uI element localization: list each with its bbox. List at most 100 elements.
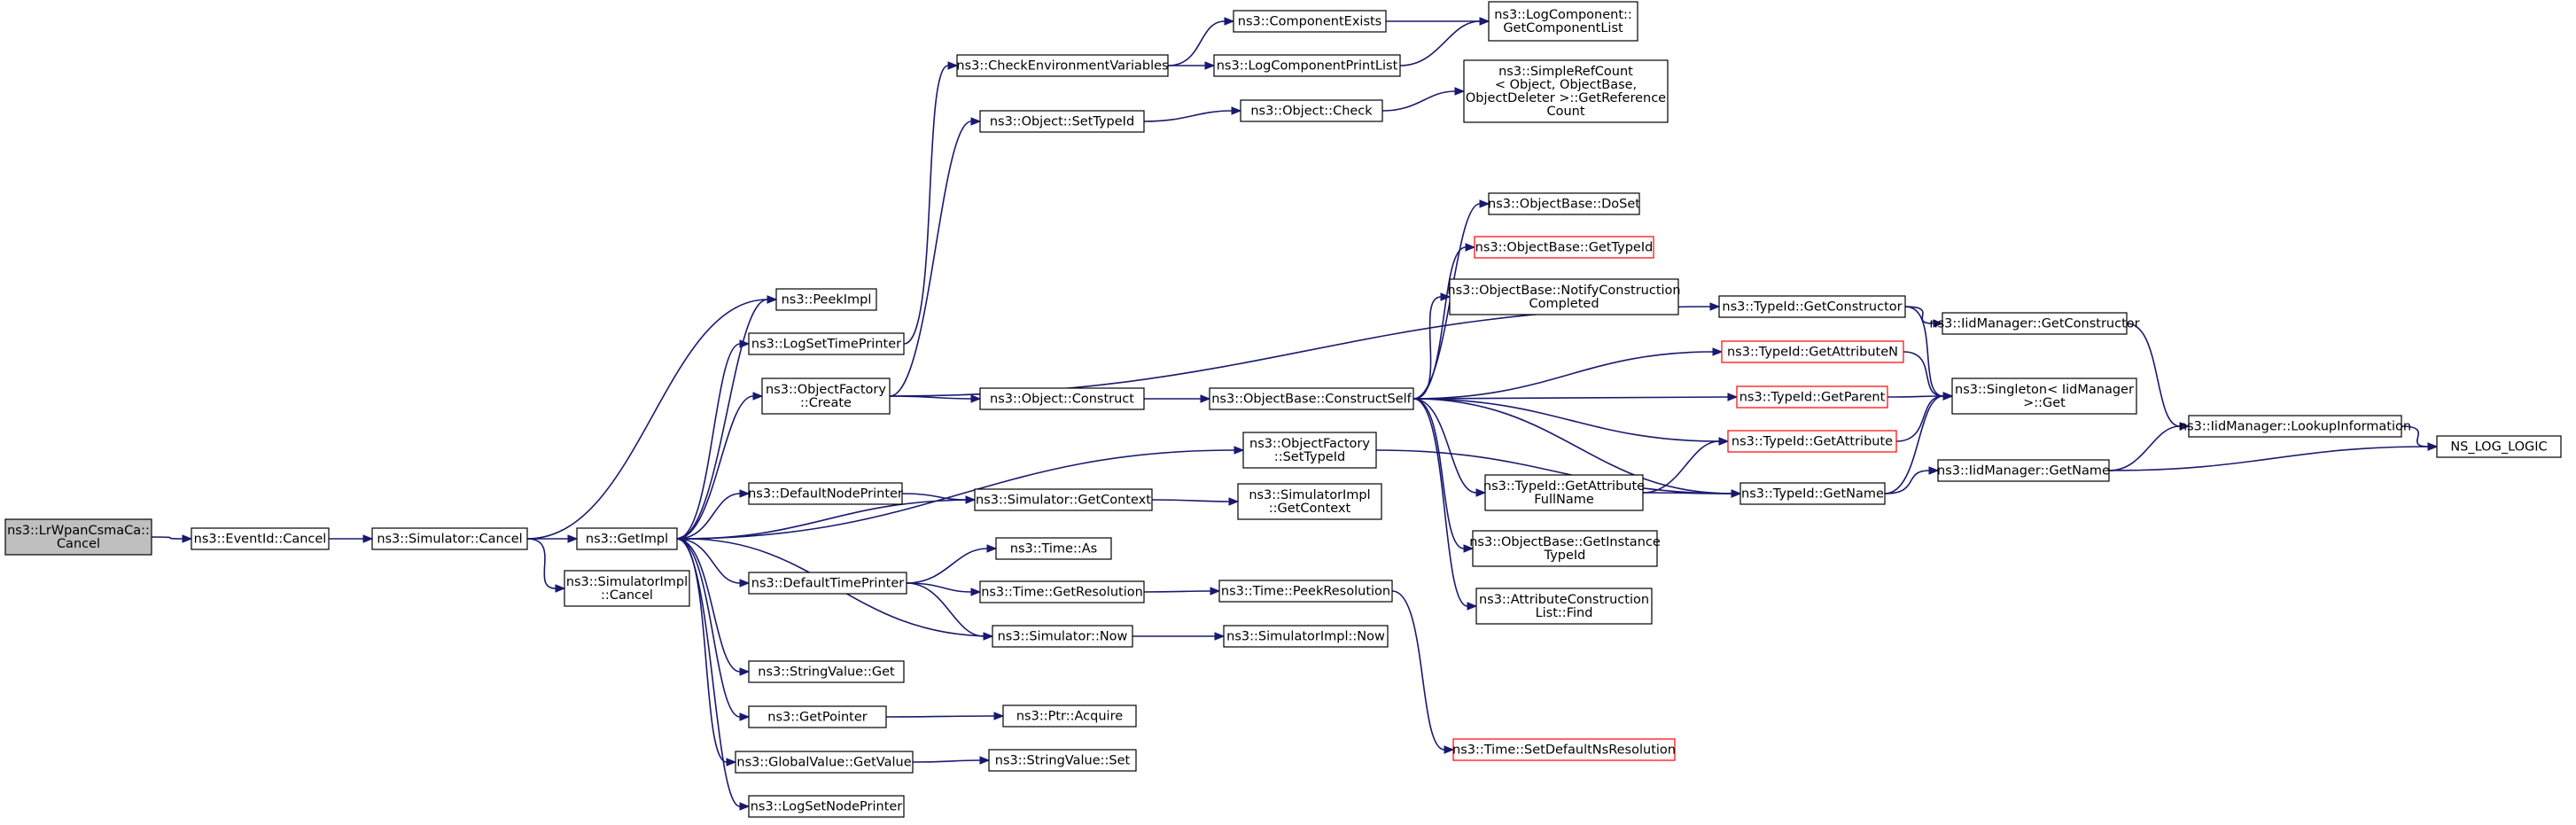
node-box: [748, 332, 905, 355]
node-box: [775, 288, 877, 311]
edge-arrowhead: [1475, 488, 1487, 497]
node-ns3-getimpl[interactable]: ns3::GetImpl: [576, 527, 678, 550]
node-ns3-simulatorimpl-getcontext[interactable]: ns3::SimulatorImpl::GetContext: [1237, 483, 1382, 520]
node-ns3-defaulttimeprinter[interactable]: ns3::DefaultTimePrinter: [748, 572, 907, 595]
node-ns3-checkenvironmentvariables[interactable]: ns3::CheckEnvironmentVariables: [956, 54, 1169, 77]
node-label: ns3::SimulatorImpl: [566, 575, 688, 589]
edge-n4-to-n28: [676, 446, 1245, 540]
node-ns3-objectfactory-create[interactable]: ns3::ObjectFactory::Create: [761, 377, 891, 415]
node-box: [1736, 385, 1888, 409]
edge-n15-to-n24: [1167, 17, 1235, 66]
edge-n27-to-n42: [1413, 347, 1724, 400]
edge-line: [1167, 20, 1226, 66]
edge-arrowhead: [555, 584, 566, 593]
edge-arrowhead: [362, 534, 374, 543]
edge-arrowhead: [752, 392, 764, 401]
node-label: ns3::TypeId::GetAttributeN: [1727, 346, 1898, 360]
node-box: [988, 749, 1137, 772]
node-label: ns3::ObjectFactory: [766, 383, 886, 397]
node-ns3-stringvalue-set[interactable]: ns3::StringValue::Set: [988, 749, 1137, 772]
node-ns3-eventid-cancel[interactable]: ns3::EventId::Cancel: [191, 527, 330, 550]
edge-n17-to-n27: [1143, 394, 1211, 403]
edge-arrowhead: [1454, 87, 1466, 96]
node-ns3-object-settypeid[interactable]: ns3::Object::SetTypeId: [979, 110, 1145, 133]
node-ns3-iidmanager-lookupinformation[interactable]: ns3::IidManager::LookupInformation: [2179, 415, 2411, 438]
node-ns3-logcomponent-getcomponentlist[interactable]: ns3::LogComponent::GetComponentList: [1488, 1, 1638, 42]
node-label: ns3::LogSetNodePrinter: [751, 800, 903, 814]
node-ns3-typeid-getattribute[interactable]: ns3::TypeId::GetAttribute: [1727, 430, 1897, 453]
node-box: [1942, 312, 2128, 335]
call-graph-edges: [151, 17, 2439, 811]
node-ns3-lrwpancsmaca-cancel[interactable]: ns3::LrWpanCsmaCa::Cancel: [4, 518, 152, 556]
node-ns3-object-check[interactable]: ns3::Object::Check: [1240, 99, 1383, 122]
edge-line: [1642, 492, 1732, 494]
node-ns3-iidmanager-getname[interactable]: ns3::IidManager::GetName: [1937, 459, 2110, 482]
edge-arrowhead: [739, 579, 751, 588]
node-ns3-time-setdefaultnsresolution[interactable]: ns3::Time::SetDefaultNsResolution: [1452, 738, 1676, 761]
node-ns3-object-construct[interactable]: ns3::Object::Construct: [979, 387, 1145, 410]
node-ns3-stringvalue-get[interactable]: ns3::StringValue::Get: [748, 660, 905, 683]
node-ns3-typeid-getname[interactable]: ns3::TypeId::GetName: [1739, 482, 1886, 505]
node-ns3-logsettimeprinter[interactable]: ns3::LogSetTimePrinter: [748, 332, 905, 355]
node-box: [1718, 295, 1906, 318]
edge-n27-to-n44: [1413, 398, 1730, 446]
node-ns3-simplerefcount-object-objectbase-objectdeleter-getreference-count[interactable]: ns3::SimpleRefCount< Object, ObjectBase,…: [1463, 59, 1669, 123]
edge-n10-to-n20: [906, 582, 982, 596]
node-ns3-ptr-acquire[interactable]: ns3::Ptr::Acquire: [1002, 704, 1137, 728]
node-box: [748, 705, 887, 728]
node-ns3-typeid-getattributen[interactable]: ns3::TypeId::GetAttributeN: [1721, 340, 1904, 363]
node-ns3-objectbase-constructself[interactable]: ns3::ObjectBase::ConstructSelf: [1209, 387, 1414, 410]
node-ns3-simulatorimpl-cancel[interactable]: ns3::SimulatorImpl::Cancel: [564, 570, 690, 607]
node-ns3-simulator-now[interactable]: ns3::Simulator::Now: [992, 625, 1133, 648]
node-ns3-singleton-iidmanager-get[interactable]: ns3::Singleton< IidManager >::Get: [1951, 377, 2137, 415]
node-label: ::GetContext: [1269, 502, 1351, 516]
node-ns3-objectbase-notifyconstruction-completed[interactable]: ns3::ObjectBase::NotifyConstructionCompl…: [1447, 278, 1681, 315]
node-ns3-iidmanager-getconstructor[interactable]: ns3::IidManager::GetConstructor: [1929, 312, 2140, 335]
node-label: NS_LOG_LOGIC: [2450, 440, 2547, 455]
edge-line: [912, 759, 981, 763]
node-ns3-time-peekresolution[interactable]: ns3::Time::PeekResolution: [1218, 580, 1393, 603]
node-ns3-objectfactory-settypeid[interactable]: ns3::ObjectFactory::SetTypeId: [1242, 432, 1377, 469]
node-label: ns3::LogSetTimePrinter: [751, 338, 901, 352]
node-ns3-componentexists[interactable]: ns3::ComponentExists: [1233, 10, 1387, 33]
edge-line: [1903, 351, 1944, 397]
edge-n7-to-n15: [903, 61, 959, 345]
node-ns3-globalvalue-getvalue[interactable]: ns3::GlobalValue::GetValue: [735, 751, 914, 774]
node-ns3-typeid-getparent[interactable]: ns3::TypeId::GetParent: [1736, 385, 1888, 409]
node-box: [564, 570, 690, 607]
node-ns3-simulator-cancel[interactable]: ns3::Simulator::Cancel: [371, 527, 528, 550]
node-ns3-getpointer[interactable]: ns3::GetPointer: [748, 705, 887, 728]
edge-line: [1413, 398, 1477, 494]
edge-n9-to-n18: [901, 493, 977, 504]
node-ns3-time-as[interactable]: ns3::Time::As: [995, 537, 1112, 560]
edge-line: [676, 538, 741, 584]
node-ns3-objectbase-gettypeid[interactable]: ns3::ObjectBase::GetTypeId: [1474, 236, 1654, 259]
node-label: List::Find: [1536, 606, 1593, 620]
edge-arrowhead: [1942, 392, 1954, 401]
edge-arrowhead: [1234, 446, 1245, 455]
node-label: ns3::DefaultNodePrinter: [748, 487, 903, 502]
node-label: ns3::CheckEnvironmentVariables: [956, 59, 1168, 74]
edge-arrowhead: [2427, 442, 2439, 451]
node-label: ns3::SimulatorImpl: [1249, 488, 1370, 502]
node-ns3-simulatorimpl-now[interactable]: ns3::SimulatorImpl::Now: [1223, 625, 1389, 648]
node-ns3-simulator-getcontext[interactable]: ns3::Simulator::GetContext: [974, 488, 1153, 511]
edge-arrowhead: [1231, 106, 1242, 115]
node-ns3-objectbase-doset[interactable]: ns3::ObjectBase::DoSet: [1488, 192, 1640, 215]
node-ns3-time-getresolution[interactable]: ns3::Time::GetResolution: [979, 580, 1145, 603]
node-ns3-peekimpl[interactable]: ns3::PeekImpl: [775, 288, 877, 311]
node-ns3-logsetnodeprinter[interactable]: ns3::LogSetNodePrinter: [748, 795, 905, 818]
node-box: [748, 482, 903, 505]
node-ns-log-logic[interactable]: NS_LOG_LOGIC: [2436, 435, 2562, 458]
node-box: [576, 527, 678, 550]
edge-arrowhead: [947, 61, 959, 70]
node-ns3-logcomponentprintlist[interactable]: ns3::LogComponentPrintList: [1213, 54, 1401, 77]
edge-arrowhead: [1465, 243, 1476, 252]
edge-n4-to-n9: [676, 489, 751, 540]
node-ns3-defaultnodeprinter[interactable]: ns3::DefaultNodePrinter: [748, 482, 903, 505]
node-ns3-typeid-getconstructor[interactable]: ns3::TypeId::GetConstructor: [1718, 295, 1906, 318]
